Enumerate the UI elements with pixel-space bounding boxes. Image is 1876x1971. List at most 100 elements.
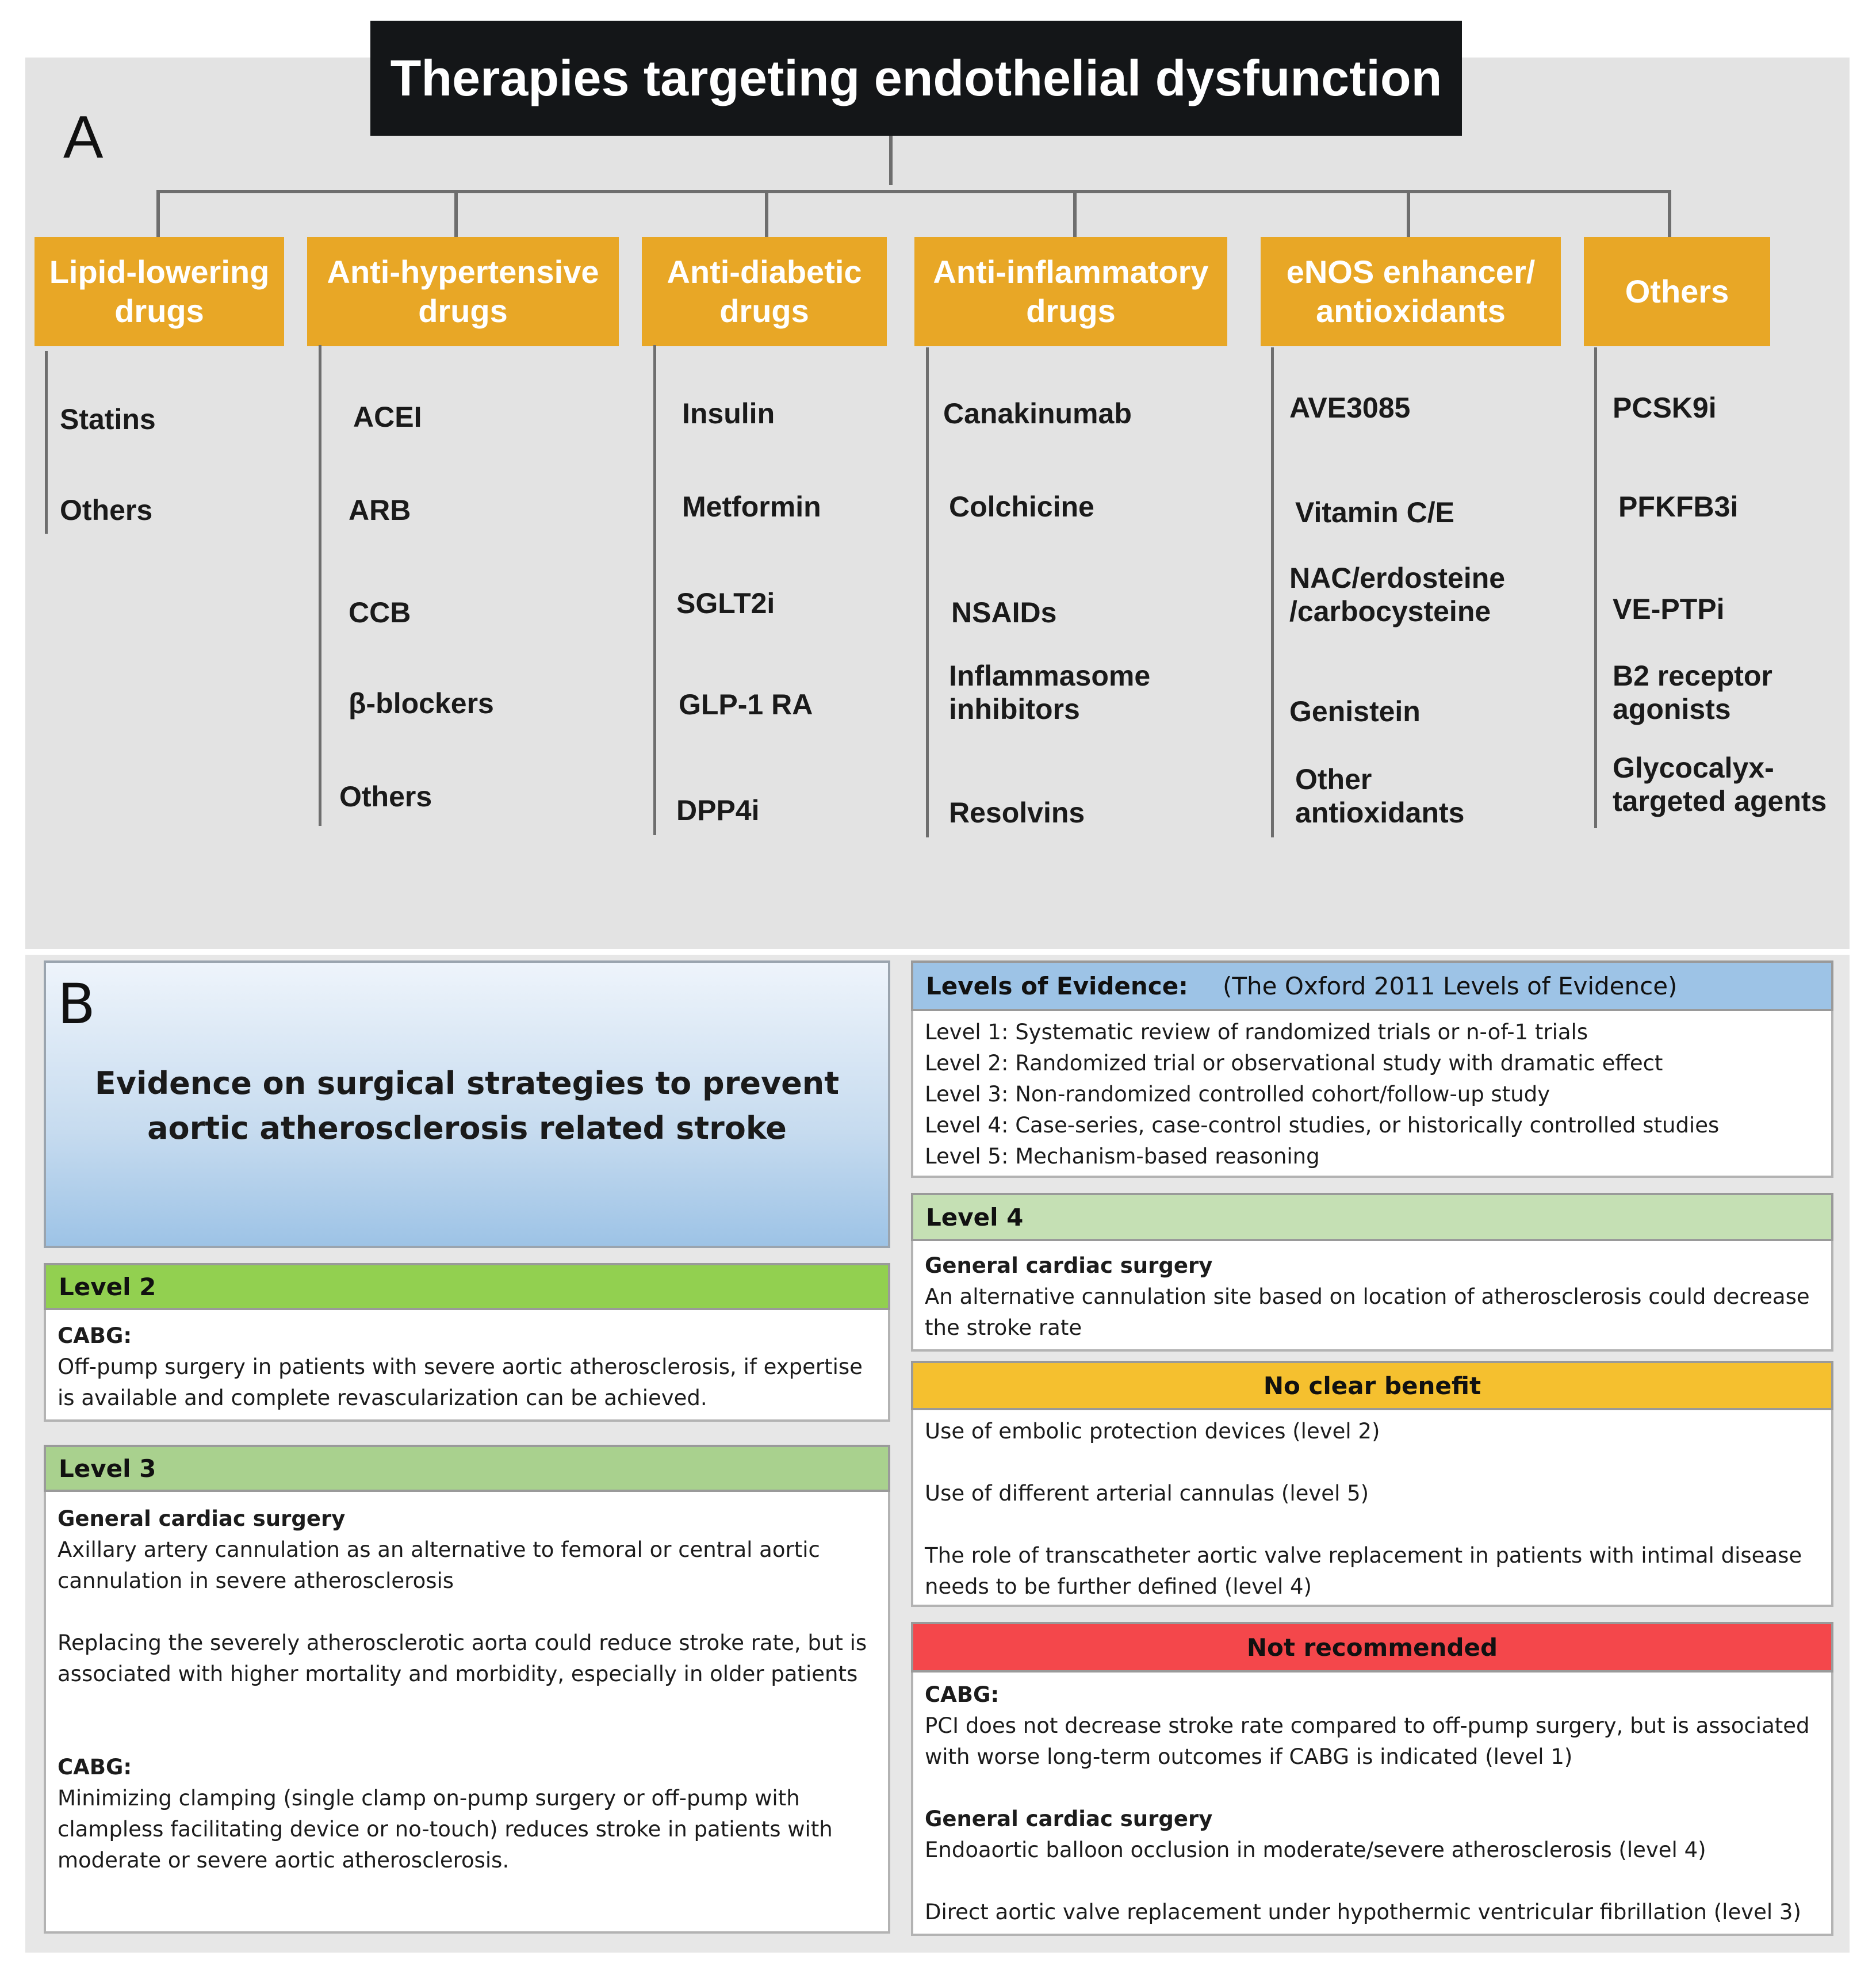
evidence-line: Level 5: Mechanism-based reasoning: [925, 1144, 1320, 1169]
category-label: drugs: [418, 293, 508, 329]
level2-subhead: CABG:: [58, 1323, 132, 1348]
tree-horizontal-line: [158, 190, 1671, 193]
drug-item: Others: [60, 494, 153, 526]
levels-of-evidence-source: (The Oxford 2011 Levels of Evidence): [1222, 971, 1678, 1000]
evidence-line: Level 4: Case-series, case-control studi…: [925, 1113, 1720, 1138]
drug-item: Insulin: [682, 397, 775, 430]
level3-heading: Level 3: [59, 1454, 156, 1483]
level4-heading: Level 4: [926, 1203, 1024, 1231]
body-line: The role of transcatheter aortic valve r…: [925, 1543, 1802, 1568]
panel-b-title-line: Evidence on surgical strategies to preve…: [94, 1065, 840, 1101]
tree-branch-line: [1073, 190, 1077, 237]
drug-item: Canakinumab: [943, 397, 1132, 430]
not-recommended-subhead: General cardiac surgery: [925, 1807, 1213, 1831]
column-line: [45, 351, 48, 534]
drug-item: VE-PTPi: [1613, 593, 1725, 625]
drug-item: SGLT2i: [676, 587, 775, 619]
panel-b-title-line: aortic atherosclerosis related stroke: [147, 1110, 787, 1146]
category-label: drugs: [114, 293, 204, 329]
column-line: [1594, 347, 1597, 828]
column-line: [926, 347, 929, 837]
panel-a-title: Therapies targeting endothelial dysfunct…: [370, 21, 1462, 136]
drug-item: Resolvins: [949, 797, 1085, 829]
drug-item: NAC/erdosteine /carbocysteine: [1289, 562, 1506, 627]
drug-item: Other antioxidants: [1295, 763, 1465, 829]
category-enos-enhancer: eNOS enhancer/antioxidants: [1261, 237, 1561, 346]
column-line: [319, 345, 321, 826]
level3-subhead: CABG:: [58, 1755, 132, 1779]
body-line: Axillary artery cannulation as an altern…: [58, 1537, 820, 1562]
body-line: Direct aortic valve replacement under hy…: [925, 1900, 1801, 1924]
levels-of-evidence-heading: Levels of Evidence:: [926, 971, 1188, 1000]
level3-header: Level 3: [44, 1445, 890, 1492]
drug-item: PFKFB3i: [1618, 491, 1739, 523]
body-line: needs to be further defined (level 4): [925, 1574, 1312, 1599]
no-clear-benefit-body: Use of embolic protection devices (level…: [925, 1416, 1802, 1602]
body-line: Minimizing clamping (single clamp on-pum…: [58, 1786, 800, 1811]
levels-of-evidence-body: Level 1: Systematic review of randomized…: [925, 1017, 1719, 1172]
drug-item: Inflammasome inhibitors: [949, 660, 1151, 725]
category-label: eNOS enhancer/: [1286, 254, 1536, 290]
level3-subhead: General cardiac surgery: [58, 1506, 346, 1531]
panel-b-letter: B: [58, 972, 95, 1036]
body-line: Use of different arterial cannulas (leve…: [925, 1481, 1369, 1506]
level4-subhead: General cardiac surgery: [925, 1253, 1213, 1278]
drug-item: PCSK9i: [1613, 392, 1717, 424]
drug-item: Colchicine: [949, 491, 1094, 523]
panel-a-background: [25, 58, 1850, 949]
no-clear-benefit-heading: No clear benefit: [1263, 1371, 1481, 1400]
level3-body: General cardiac surgery Axillary artery …: [58, 1503, 867, 1876]
not-recommended-heading: Not recommended: [1246, 1633, 1498, 1662]
not-recommended-header: Not recommended: [911, 1622, 1833, 1673]
body-line: clampless facilitating device or no-touc…: [58, 1817, 833, 1842]
body-line: PCI does not decrease stroke rate compar…: [925, 1713, 1810, 1738]
not-recommended-body: CABG: PCI does not decrease stroke rate …: [925, 1679, 1810, 1928]
drug-item: Glycocalyx- targeted agents: [1613, 752, 1827, 817]
tree-branch-line: [1668, 190, 1671, 237]
tree-branch-line: [1407, 190, 1410, 237]
drug-item: GLP-1 RA: [679, 688, 813, 721]
level4-header: Level 4: [911, 1193, 1833, 1241]
drug-item: ARB: [349, 494, 411, 526]
tree-branch-line: [454, 190, 458, 237]
body-line: moderate or severe aortic atherosclerosi…: [58, 1848, 510, 1873]
evidence-line: Level 1: Systematic review of randomized…: [925, 1020, 1588, 1044]
category-label: Others: [1625, 273, 1729, 309]
body-line: Replacing the severely atherosclerotic a…: [58, 1631, 867, 1655]
level2-heading: Level 2: [59, 1272, 156, 1301]
category-label: Anti-hypertensive: [327, 254, 599, 290]
tree-branch-line: [156, 190, 160, 237]
drug-item: CCB: [349, 596, 411, 629]
drug-item: Metformin: [682, 491, 821, 523]
level2-body: CABG: Off-pump surgery in patients with …: [58, 1321, 863, 1414]
category-others: Others: [1584, 237, 1770, 346]
panel-a-letter: A: [63, 104, 104, 171]
drug-item: ACEI: [353, 401, 422, 433]
not-recommended-subhead: CABG:: [925, 1682, 1000, 1707]
not-recommended-box: [911, 1622, 1833, 1936]
body-line: Endoaortic balloon occlusion in moderate…: [925, 1838, 1706, 1862]
body-line: is available and complete revascularizat…: [58, 1386, 707, 1410]
body-line: An alternative cannulation site based on…: [925, 1284, 1810, 1309]
tree-trunk-line: [889, 136, 893, 185]
column-line: [653, 345, 656, 835]
body-line: Off-pump surgery in patients with severe…: [58, 1354, 863, 1379]
body-line: cannulation in severe atherosclerosis: [58, 1568, 454, 1593]
category-label: drugs: [1026, 293, 1116, 329]
drug-item: β-blockers: [349, 687, 494, 719]
drug-item: DPP4i: [676, 794, 760, 826]
body-line: Use of embolic protection devices (level…: [925, 1419, 1380, 1444]
category-label: Anti-diabetic: [667, 254, 862, 290]
evidence-line: Level 3: Non-randomized controlled cohor…: [925, 1082, 1550, 1107]
drug-item: AVE3085: [1289, 392, 1411, 424]
body-line: with worse long-term outcomes if CABG is…: [925, 1744, 1573, 1769]
no-clear-benefit-header: No clear benefit: [911, 1361, 1833, 1410]
panel-a-title-text: Therapies targeting endothelial dysfunct…: [390, 49, 1442, 106]
drug-item: B2 receptor agonists: [1613, 660, 1772, 725]
evidence-line: Level 2: Randomized trial or observation…: [925, 1051, 1663, 1076]
category-label: Anti-inflammatory: [933, 254, 1209, 290]
